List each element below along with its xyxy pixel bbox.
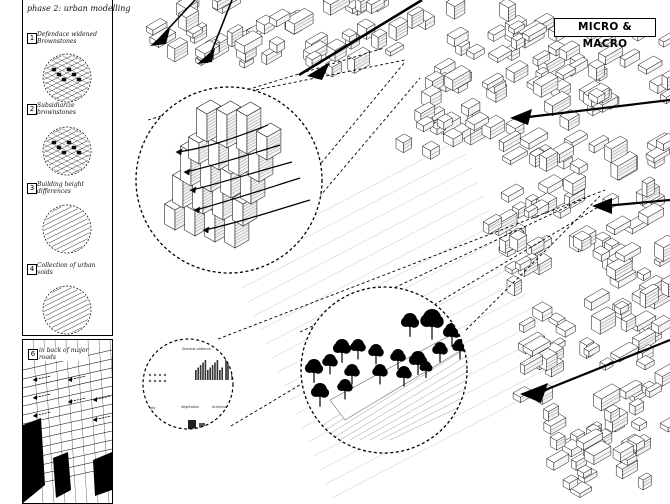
panel-major-roads-drawing: [23, 340, 112, 503]
building-block: [589, 60, 605, 81]
building-block: [366, 0, 384, 14]
chart-label-mid: Vegetation: [181, 405, 199, 409]
building-block: [607, 216, 631, 235]
building-block: [446, 0, 465, 19]
building-block: [655, 235, 670, 261]
building-block: [662, 69, 670, 90]
zoom-circle-charts: Shadow patterns Light Vegetation Antenna…: [143, 339, 236, 430]
building-block: [539, 175, 563, 195]
building-block: [632, 417, 647, 431]
building-block: [396, 134, 412, 153]
building-block: [286, 8, 313, 34]
step-number-3: 3: [27, 183, 37, 194]
building-block: [592, 307, 616, 335]
step-label-2: Subsidiarizebrownstones: [37, 103, 76, 116]
building-block: [326, 39, 346, 62]
building-block: [488, 25, 506, 42]
step-number-4: 4: [27, 264, 37, 275]
building-block: [547, 450, 569, 470]
sidebar-thumbnails: [23, 0, 112, 335]
step-number-1: 1: [27, 33, 37, 44]
building-block: [500, 0, 516, 22]
chart-label-right: Antenna light: [212, 405, 236, 409]
phase-sidebar: phase 2: urban modelling 1 Defendace wid…: [22, 0, 113, 336]
building-block: [570, 159, 587, 175]
building-block: [629, 398, 643, 415]
micro-macro-badge: MICRO & MACRO: [554, 18, 656, 37]
phase-panel-major-roads: 6 in back of majorroads: [22, 339, 113, 504]
building-block: [168, 38, 188, 62]
zoom-circle-trees: [300, 287, 470, 453]
building-block: [659, 33, 670, 47]
building-block: [501, 184, 523, 203]
building-block: [660, 413, 670, 432]
building-block: [389, 17, 408, 41]
zoom-circle-building-heights: [136, 87, 322, 273]
step-number-2: 2: [27, 104, 37, 115]
chart-label-left: Light: [147, 406, 156, 410]
building-block: [422, 141, 439, 159]
building-block: [526, 237, 544, 256]
panel-dark-blocks: [23, 418, 112, 503]
building-block: [386, 42, 404, 56]
building-block: [639, 203, 664, 225]
step-label-6: in back of majorroads: [39, 348, 88, 361]
step-label-1: Defendace widenedBrownstones: [37, 32, 97, 45]
step-thumbnail: [37, 189, 97, 269]
building-block: [585, 289, 610, 311]
building-block: [661, 270, 670, 297]
building-block: [638, 56, 662, 74]
step-thumbnail: [37, 111, 97, 191]
building-block: [639, 473, 652, 490]
step-number-6: 6: [28, 349, 38, 360]
building-block: [637, 268, 650, 281]
building-block: [506, 61, 528, 83]
chart-label-top: Shadow patterns: [182, 347, 211, 351]
step-thumbnail: [37, 270, 97, 335]
